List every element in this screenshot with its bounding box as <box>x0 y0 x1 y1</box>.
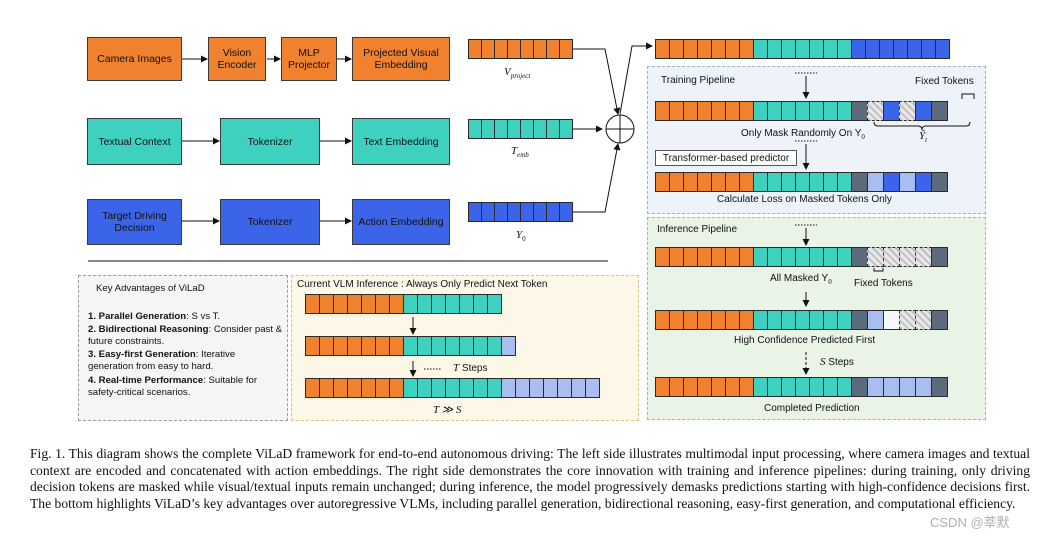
v-project-label: Vproject <box>504 66 531 81</box>
vision-encoder-box: Vision Encoder <box>208 37 266 81</box>
watermark: CSDN @莘默 <box>930 515 1010 530</box>
vlm-row-3 <box>305 378 600 398</box>
vlm-title: Current VLM Inference : Always Only Pred… <box>297 279 548 290</box>
inference-masked-row <box>655 247 948 267</box>
t-emb-label: Temb <box>511 145 529 160</box>
textual-context-box: Textual Context <box>87 118 182 165</box>
y0-tokens <box>468 202 573 222</box>
projected-visual-box: Projected Visual Embedding <box>352 37 450 81</box>
vlm-row-1 <box>305 294 502 314</box>
mlp-projector-box: MLP Projector <box>281 37 337 81</box>
completed-label: Completed Prediction <box>764 403 860 414</box>
action-embedding-box: Action Embedding <box>352 199 450 245</box>
training-fixed-tokens: Fixed Tokens <box>915 76 974 87</box>
camera-images-box: Camera Images <box>87 37 182 81</box>
inference-completed-row <box>655 377 948 397</box>
all-masked-label: All Masked Y0 <box>770 273 832 286</box>
concat-tokens <box>655 39 950 59</box>
advantage-2: 2. Bidirectional Reasoning: Consider pas… <box>88 324 283 348</box>
predictor-box: Transformer-based predictor <box>655 150 797 166</box>
tokenizer-text-box: Tokenizer <box>220 118 320 165</box>
vlm-row-2 <box>305 336 516 356</box>
s-steps-label: S Steps <box>820 356 854 368</box>
inference-fixed-tokens: Fixed Tokens <box>854 278 913 289</box>
inference-title: Inference Pipeline <box>657 224 738 235</box>
tokenizer-action-box: Tokenizer <box>220 199 320 245</box>
advantages-title: Key Advantages of ViLaD <box>96 283 205 294</box>
figure-caption: Fig. 1. This diagram shows the complete … <box>30 446 1030 511</box>
advantage-4: 4. Real-time Performance: Suitable for s… <box>88 375 258 399</box>
training-masked-row <box>655 101 948 121</box>
target-driving-box: Target Driving Decision <box>87 199 182 245</box>
high-conf-label: High Confidence Predicted First <box>734 335 876 346</box>
advantages-panel <box>78 275 288 421</box>
advantage-1: 1. Parallel Generation: S vs T. <box>88 311 221 322</box>
t-steps-label: T Steps <box>453 362 488 374</box>
training-loss-row <box>655 172 948 192</box>
t-vs-s-label: T ≫ S <box>433 404 462 416</box>
mask-label: Only Mask Randomly On Y0 <box>741 128 865 141</box>
text-embedding-box: Text Embedding <box>352 118 450 165</box>
v-project-tokens <box>468 39 573 59</box>
yt-label: Ŷt <box>919 130 928 145</box>
inference-partial-row <box>655 310 948 330</box>
training-title: Training Pipeline <box>661 75 736 86</box>
t-emb-tokens <box>468 119 573 139</box>
advantage-3: 3. Easy-first Generation: Iterative gene… <box>88 349 236 373</box>
y0-label: Y0 <box>516 229 526 244</box>
loss-label: Calculate Loss on Masked Tokens Only <box>717 194 892 205</box>
